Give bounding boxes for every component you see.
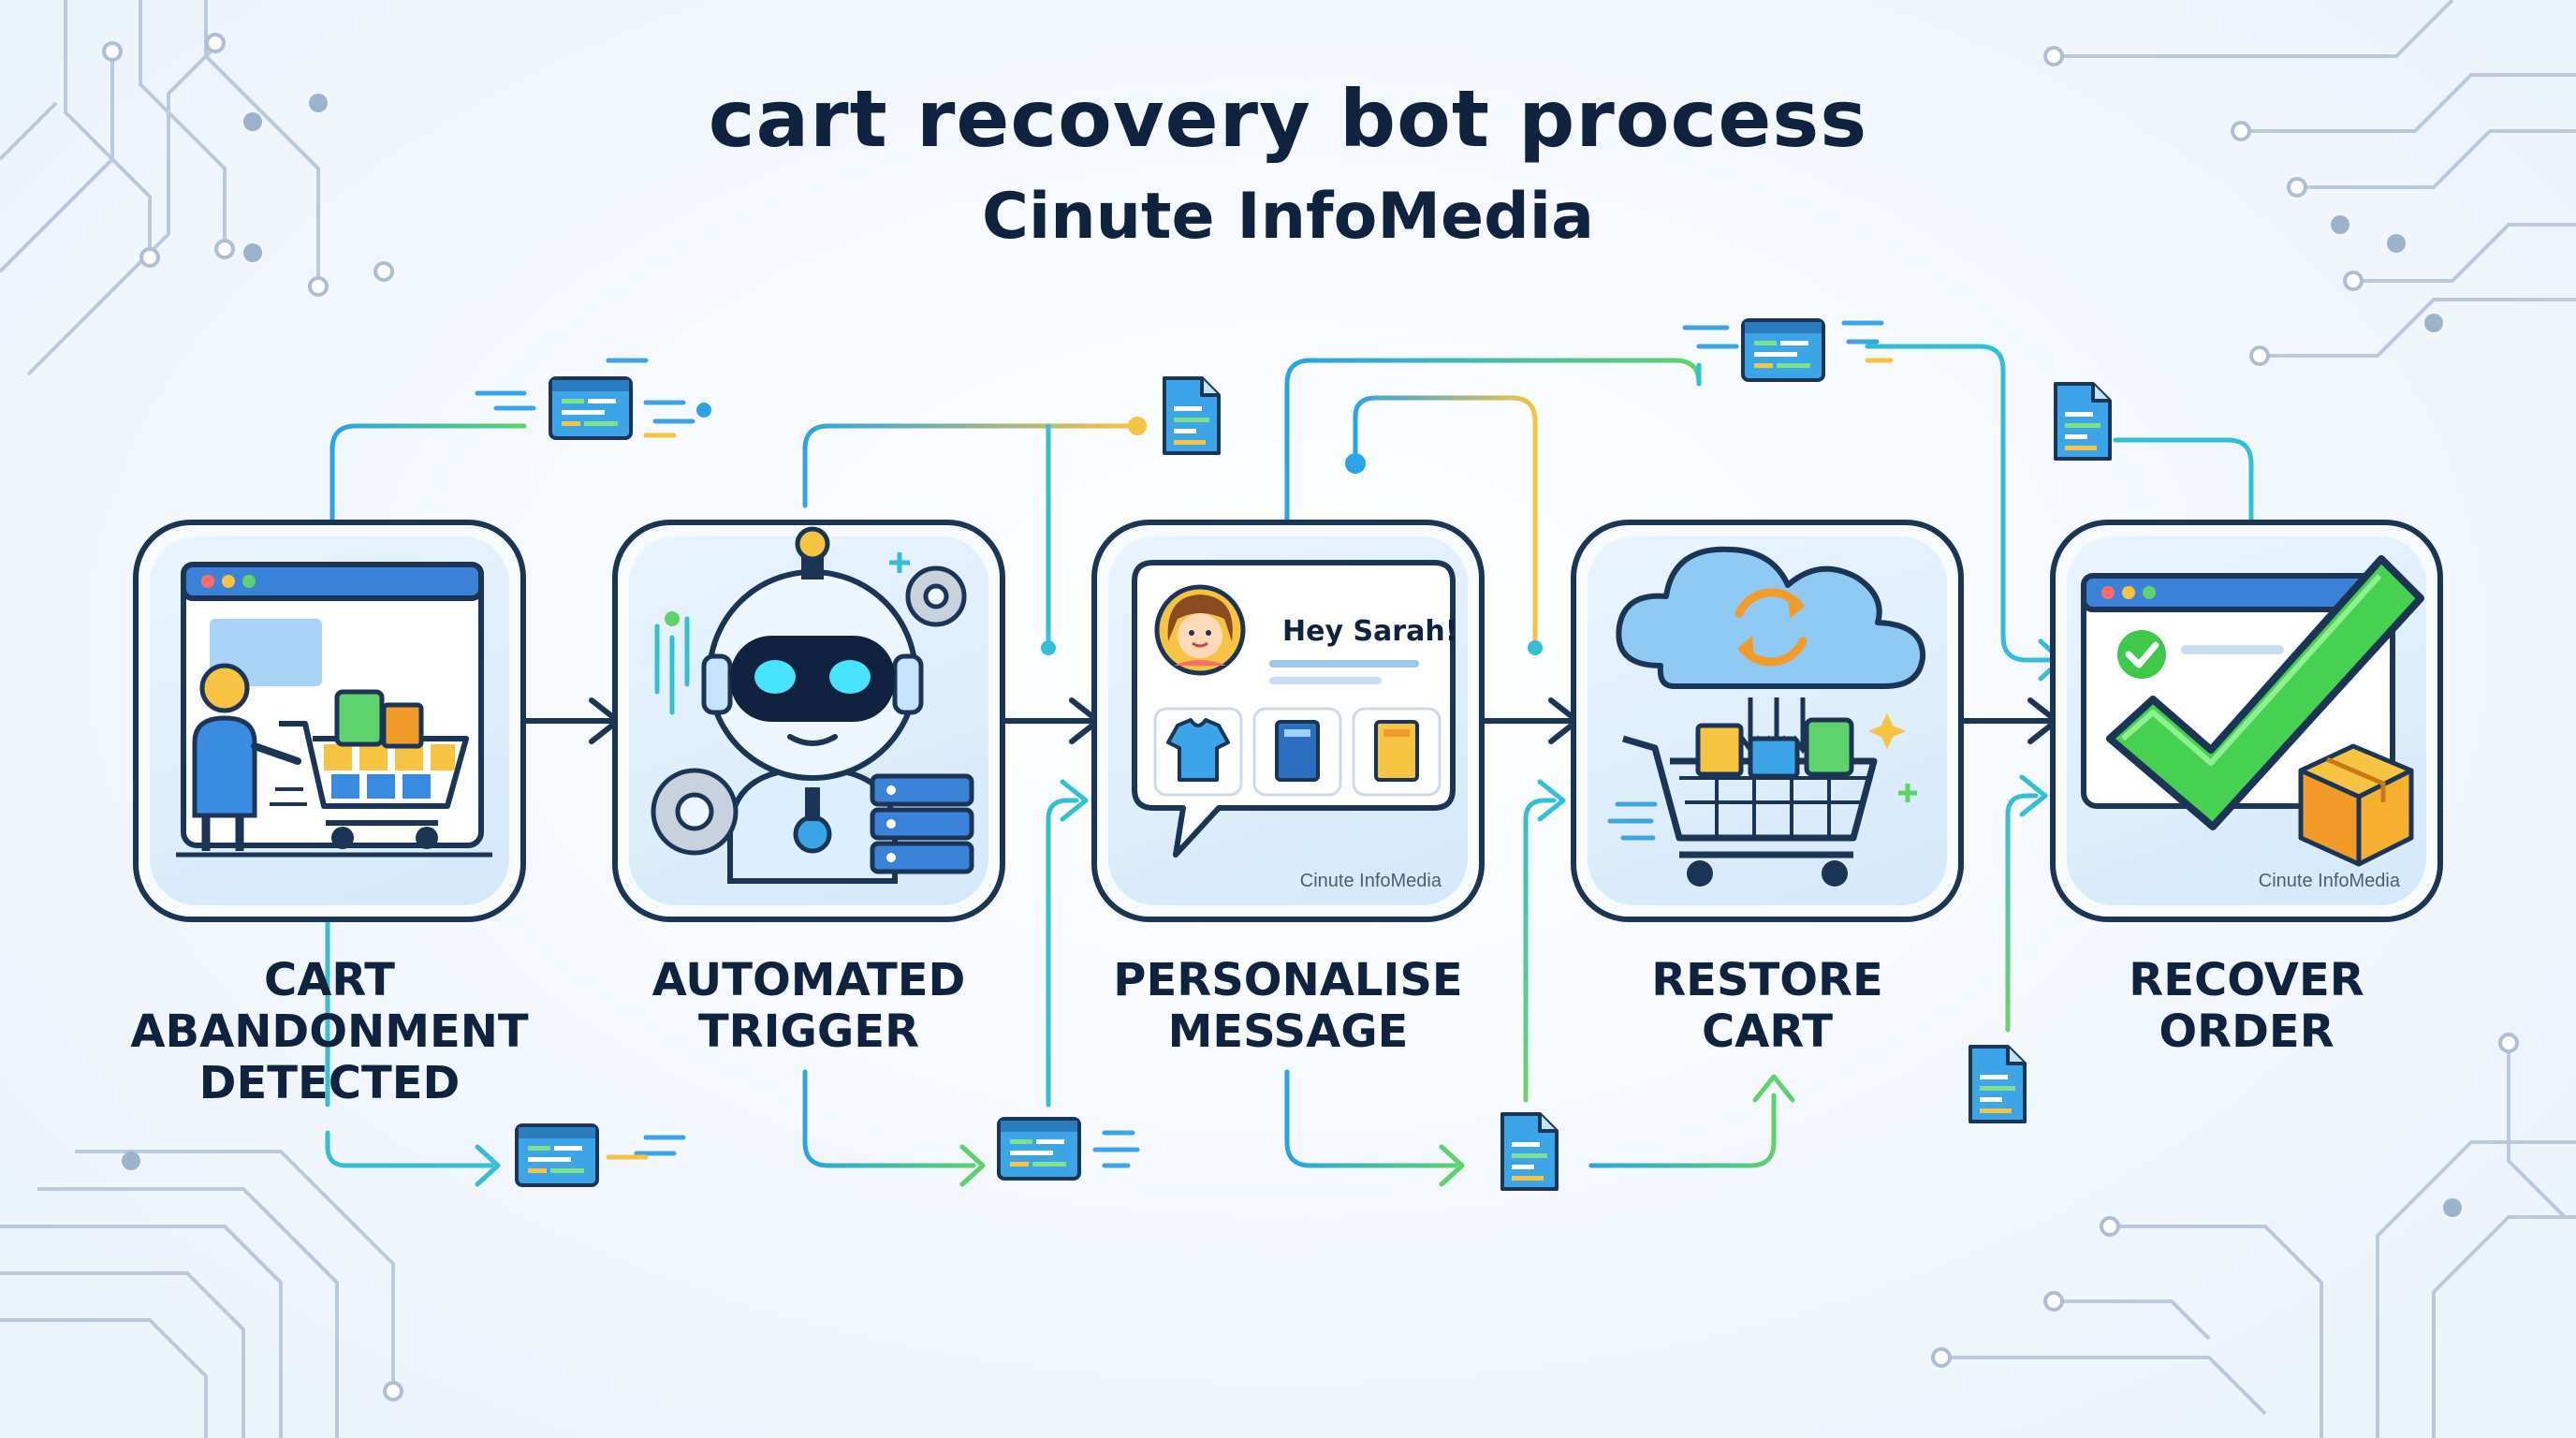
robot-icon (651, 526, 974, 884)
page-title: cart recovery bot process (708, 73, 1868, 165)
step-card-cart-abandonment (133, 520, 526, 922)
card-watermark: Cinute InfoMedia (1299, 871, 1442, 891)
step-card-automated-trigger (612, 520, 1005, 922)
shopping-cart-icon (176, 562, 492, 858)
checkmark-icon (2081, 555, 2424, 867)
avatar (1154, 584, 1246, 676)
card-watermark: Cinute InfoMedia (2258, 871, 2400, 891)
page-subtitle: Cinute InfoMedia (981, 180, 1594, 254)
chat-message-icon (1132, 560, 1456, 858)
gear-icon (651, 565, 967, 856)
step-card-restore-cart (1571, 520, 1964, 922)
step-card-recover-order: Cinute InfoMedia (2050, 520, 2443, 922)
greeting-text: Hey Sarah! (1282, 615, 1458, 648)
step-card-personalise-message: Hey Sarah! Cinute InfoMedia (1091, 520, 1485, 922)
cloud-sync-icon (1607, 546, 1926, 887)
